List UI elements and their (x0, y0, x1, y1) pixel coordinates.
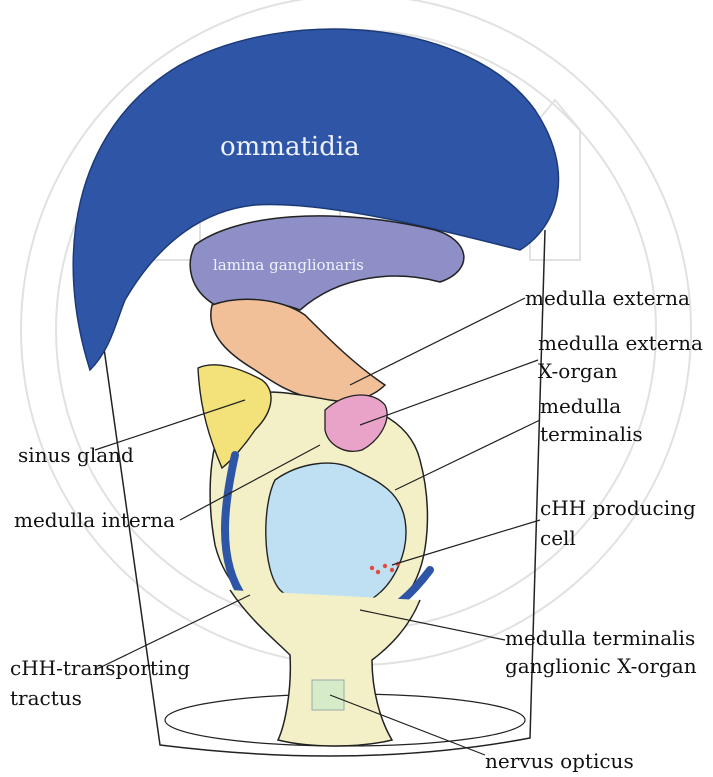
label-medulla-externa-xorgan-1: medulla externa (538, 331, 703, 355)
label-chh-cell-2: cell (540, 526, 576, 550)
label-chh-cell-1: cHH producing (540, 496, 696, 520)
stalk-body (230, 590, 420, 746)
label-medulla-terminalis-1: medulla (540, 394, 621, 418)
label-mt-gxo-1: medulla terminalis (505, 626, 695, 650)
label-chh-tractus-1: cHH-transporting (10, 656, 190, 680)
label-sinus-gland: sinus gland (18, 443, 134, 467)
nervus-opticus-region (312, 680, 344, 710)
label-medulla-terminalis-2: terminalis (540, 422, 643, 446)
label-medulla-interna: medulla interna (14, 508, 175, 532)
label-ommatidia: ommatidia (220, 132, 360, 162)
label-medulla-externa: medulla externa (525, 286, 690, 310)
leader-x-organ (360, 360, 538, 425)
label-chh-tractus-2: tractus (10, 686, 82, 710)
ommatidia-region (73, 29, 558, 370)
leader-medulla-externa (350, 298, 525, 385)
label-medulla-externa-xorgan-2: X-organ (538, 359, 618, 383)
label-mt-gxo-2: ganglionic X-organ (505, 654, 697, 678)
label-nervus-opticus: nervus opticus (485, 749, 634, 773)
label-lamina-ganglionaris: lamina ganglionaris (213, 256, 364, 274)
